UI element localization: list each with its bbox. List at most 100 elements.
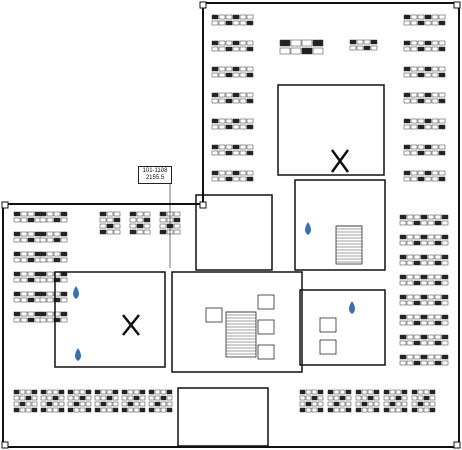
- workstation: [173, 211, 181, 217]
- workstation: [225, 14, 233, 20]
- workstation: [389, 401, 396, 407]
- workstation: [399, 234, 407, 240]
- workstation: [403, 118, 411, 124]
- workstation: [410, 66, 418, 72]
- workstation: [60, 217, 68, 223]
- workstation: [431, 20, 439, 26]
- workstation: [13, 211, 21, 217]
- workstation: [40, 389, 47, 395]
- workstation: [27, 211, 35, 217]
- workstation: [441, 360, 449, 366]
- workstation: [395, 401, 402, 407]
- workstation: [427, 280, 435, 286]
- workstation: [127, 407, 134, 413]
- workstation: [373, 389, 380, 395]
- workstation: [305, 407, 312, 413]
- workstation: [410, 98, 418, 104]
- workstation: [317, 389, 324, 395]
- workstation: [431, 170, 439, 176]
- workstation: [403, 124, 411, 130]
- workstation: [246, 46, 254, 52]
- workstation: [349, 39, 357, 45]
- workstation: [424, 40, 432, 46]
- workstation: [127, 395, 134, 401]
- workstation: [246, 170, 254, 176]
- workstation: [411, 395, 418, 401]
- workstation: [25, 401, 32, 407]
- workstation: [427, 260, 435, 266]
- workstation: [434, 334, 442, 340]
- workstation: [139, 407, 146, 413]
- workstation: [60, 311, 68, 317]
- workstation: [312, 47, 324, 55]
- workstation: [39, 217, 47, 223]
- workstation: [427, 234, 435, 240]
- workstation: [399, 320, 407, 326]
- workstation: [27, 291, 35, 297]
- workstation: [53, 237, 61, 243]
- workstation: [154, 407, 161, 413]
- workstation: [113, 217, 121, 223]
- workstation: [399, 240, 407, 246]
- workstation: [19, 401, 26, 407]
- workstation: [39, 257, 47, 263]
- workstation: [27, 317, 35, 323]
- workstation: [406, 340, 414, 346]
- workstation: [339, 389, 346, 395]
- workstation: [395, 395, 402, 401]
- workstation: [67, 401, 74, 407]
- workstation: [100, 401, 107, 407]
- workstation: [211, 20, 219, 26]
- workstation: [39, 277, 47, 283]
- workstation: [410, 150, 418, 156]
- workstation: [60, 231, 68, 237]
- workstation: [246, 92, 254, 98]
- workstation: [31, 401, 38, 407]
- workstation: [53, 297, 61, 303]
- workstation: [333, 407, 340, 413]
- workstation: [46, 257, 54, 263]
- workstation: [427, 274, 435, 280]
- workstation: [53, 257, 61, 263]
- workstation: [133, 407, 140, 413]
- workstation: [112, 407, 119, 413]
- workstation: [370, 39, 378, 45]
- workstation: [441, 240, 449, 246]
- workstation: [441, 260, 449, 266]
- workstation: [225, 98, 233, 104]
- workstation: [434, 220, 442, 226]
- workstation: [355, 395, 362, 401]
- workstation: [129, 229, 137, 235]
- workstation: [410, 124, 418, 130]
- workstation: [225, 124, 233, 130]
- workstation: [427, 340, 435, 346]
- workstation: [417, 98, 425, 104]
- workstation-clusters: [13, 14, 449, 413]
- workstation: [218, 40, 226, 46]
- workstation: [46, 277, 54, 283]
- workstation: [232, 66, 240, 72]
- workstation: [246, 20, 254, 26]
- workstation: [438, 20, 446, 26]
- workstation: [424, 118, 432, 124]
- workstation: [121, 395, 128, 401]
- workstation: [427, 314, 435, 320]
- workstation: [403, 176, 411, 182]
- workstation: [225, 92, 233, 98]
- workstation: [112, 389, 119, 395]
- workstation: [403, 98, 411, 104]
- workstation: [406, 360, 414, 366]
- workstation: [383, 389, 390, 395]
- workstation: [410, 20, 418, 26]
- workstation: [52, 401, 59, 407]
- workstation: [232, 144, 240, 150]
- workstation: [345, 395, 352, 401]
- workstation: [363, 39, 371, 45]
- workstation: [410, 144, 418, 150]
- workstation: [355, 407, 362, 413]
- workstation: [133, 401, 140, 407]
- workstation: [246, 98, 254, 104]
- workstation: [417, 144, 425, 150]
- room-tag: 101-1108 2155.5: [138, 166, 172, 184]
